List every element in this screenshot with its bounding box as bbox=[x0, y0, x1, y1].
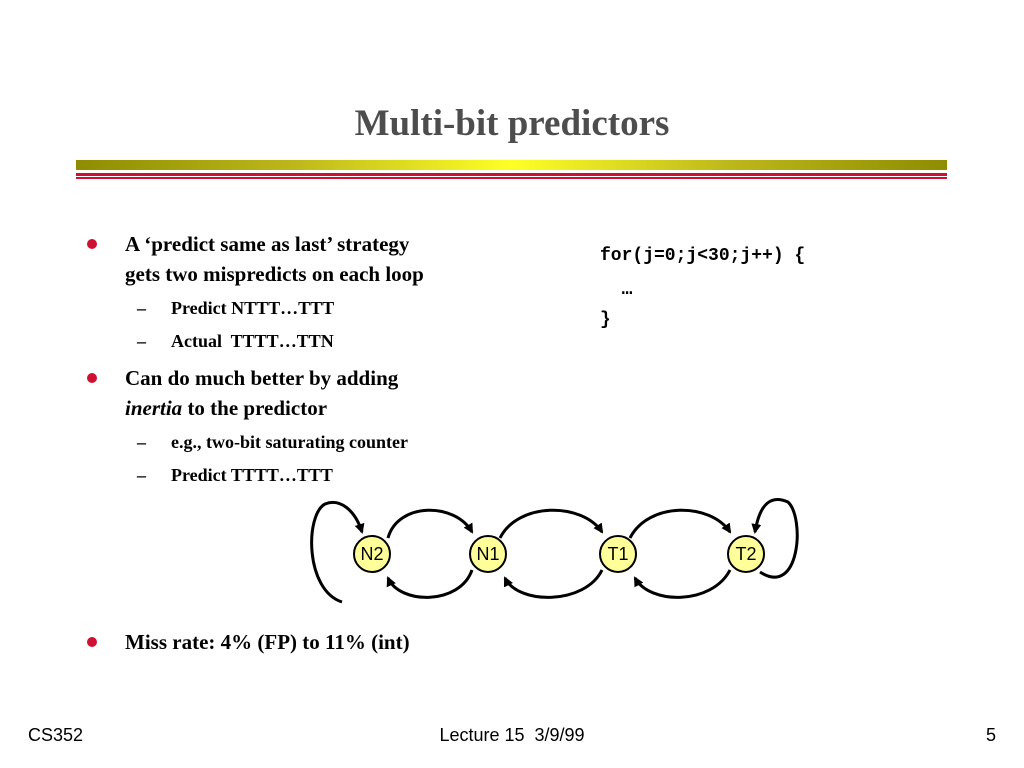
arc-n1-to-n2 bbox=[386, 569, 474, 599]
slide-title: Multi-bit predictors bbox=[354, 103, 670, 144]
arc-t2-to-t1 bbox=[633, 569, 732, 599]
title-divider-gold bbox=[76, 160, 947, 170]
state-node-n1 bbox=[469, 535, 507, 573]
sub-bullet-dash: – bbox=[137, 331, 146, 351]
self-loop-n2-arrow bbox=[310, 501, 365, 604]
bullet-icon bbox=[87, 239, 97, 249]
sub-bullet-dash: – bbox=[137, 465, 146, 485]
arc-n1-to-t1 bbox=[498, 508, 604, 539]
bullet-1-line-1: A ‘predict same as last’ strategy bbox=[125, 232, 410, 256]
sub-bullet-predict-nttt: Predict NTTT…TTT bbox=[171, 298, 335, 318]
state-label-t1: T1 bbox=[607, 544, 628, 564]
bullet-2-line-2-rest: to the predictor bbox=[182, 396, 328, 420]
code-line-2: … bbox=[600, 280, 633, 300]
sub-bullet-dash: – bbox=[137, 432, 146, 452]
state-label-n2: N2 bbox=[360, 544, 383, 564]
bullet-2-line-2: inertia to the predictor bbox=[125, 393, 327, 423]
state-node-t2 bbox=[727, 535, 765, 573]
bullet-3-miss-rate: Miss rate: 4% (FP) to 11% (int) bbox=[125, 630, 410, 654]
state-node-n2 bbox=[353, 535, 391, 573]
sub-bullet-actual-tttt: Actual TTTT…TTN bbox=[171, 331, 334, 351]
arc-t1-to-t2 bbox=[628, 508, 732, 539]
state-node-t1 bbox=[599, 535, 637, 573]
sub-bullet-two-bit-counter: e.g., two-bit saturating counter bbox=[171, 432, 408, 452]
bullet-icon bbox=[87, 637, 97, 647]
footer-page-number: 5 bbox=[985, 725, 996, 745]
bullet-1-line-2: gets two mispredicts on each loop bbox=[125, 262, 424, 286]
self-loop-t2-arrow bbox=[751, 498, 799, 579]
arc-n2-to-n1 bbox=[386, 508, 474, 539]
title-divider-red-bottom bbox=[76, 177, 947, 179]
title-divider-red-top bbox=[76, 173, 947, 176]
inertia-emphasis: inertia bbox=[125, 396, 183, 420]
footer-course: CS352 bbox=[28, 725, 84, 745]
code-line-3: } bbox=[600, 310, 611, 330]
footer-lecture-date: Lecture 15 3/9/99 bbox=[439, 725, 585, 745]
arc-t1-to-n1 bbox=[503, 569, 604, 599]
bullet-icon bbox=[87, 373, 97, 383]
sub-bullet-predict-tttt: Predict TTTT…TTT bbox=[171, 465, 333, 485]
sub-bullet-dash: – bbox=[137, 298, 146, 318]
two-bit-counter-state-diagram: N2 N1 T1 T2 bbox=[310, 498, 799, 604]
state-label-n1: N1 bbox=[476, 544, 499, 564]
state-label-t2: T2 bbox=[735, 544, 756, 564]
code-line-1: for(j=0;j<30;j++) { bbox=[600, 246, 806, 266]
bullet-2-line-1: Can do much better by adding bbox=[125, 366, 399, 390]
